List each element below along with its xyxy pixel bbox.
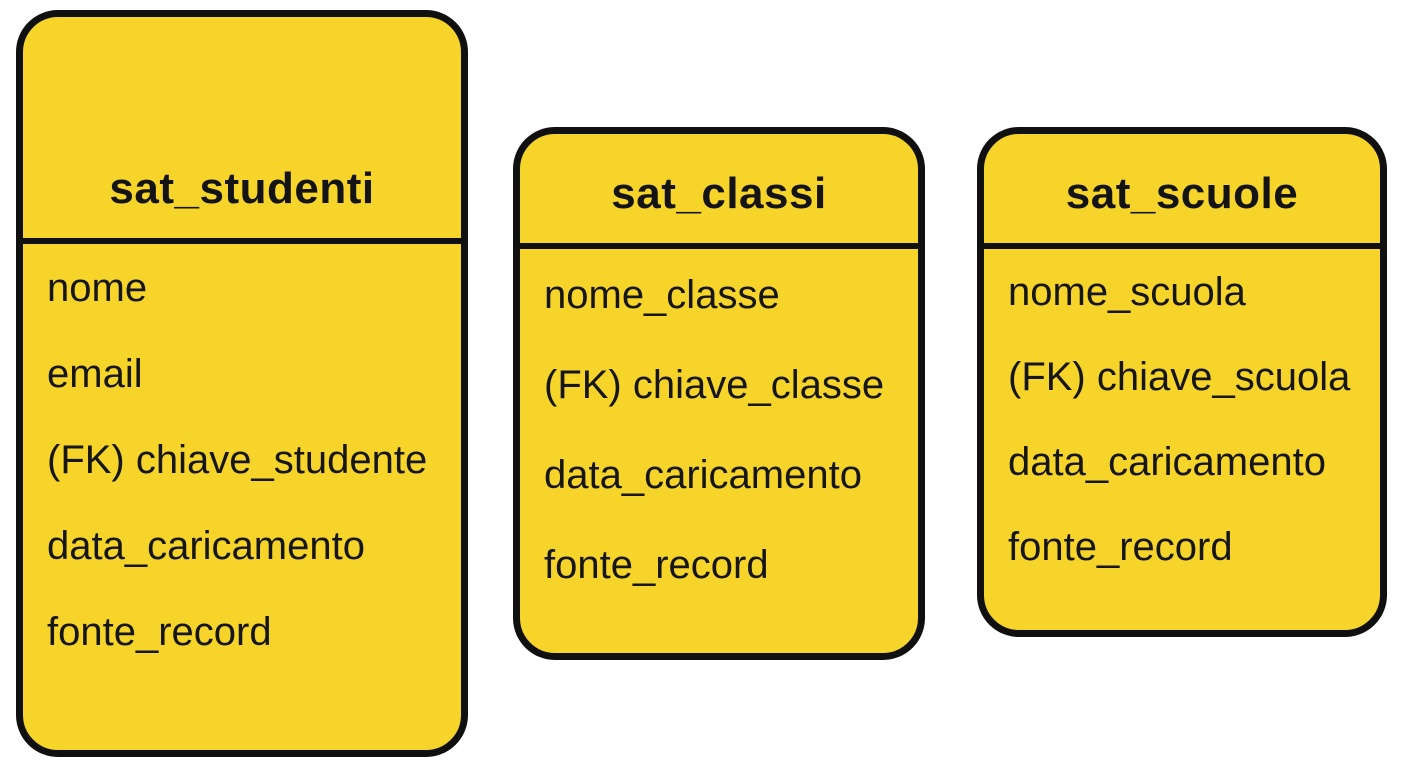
entity-sat-scuole: sat_scuole nome_scuola (FK) chiave_scuol…	[977, 127, 1387, 637]
entity-title: sat_classi	[611, 169, 827, 218]
entity-sat-classi: sat_classi nome_classe (FK) chiave_class…	[513, 127, 925, 660]
entity-sat-studenti: sat_studenti nome email (FK) chiave_stud…	[16, 10, 468, 757]
entity-header: sat_scuole	[984, 134, 1380, 243]
field-row: (FK) chiave_studente	[47, 437, 428, 482]
field-row: data_caricamento	[1008, 440, 1326, 484]
field-row: (FK) chiave_scuola	[1008, 355, 1351, 399]
field-row: data_caricamento	[544, 452, 862, 497]
field-row: (FK) chiave_classe	[544, 362, 885, 407]
field-row: fonte_record	[47, 609, 272, 654]
field-row: nome_classe	[544, 272, 780, 317]
entity-field-list: nome_classe (FK) chiave_classe data_cari…	[520, 243, 918, 653]
field-row: data_caricamento	[47, 523, 365, 568]
entity-field-list: nome_scuola (FK) chiave_scuola data_cari…	[984, 243, 1380, 630]
field-row: nome_scuola	[1008, 270, 1246, 314]
entity-title: sat_studenti	[109, 164, 375, 213]
entity-title: sat_scuole	[1065, 169, 1299, 218]
field-row: fonte_record	[544, 542, 769, 587]
entity-header: sat_classi	[520, 134, 918, 243]
entity-field-list: nome email (FK) chiave_studente data_car…	[23, 238, 461, 750]
field-row: nome	[47, 265, 148, 310]
entity-header: sat_studenti	[23, 17, 461, 238]
field-row: fonte_record	[1008, 525, 1233, 569]
field-row: email	[47, 351, 143, 396]
